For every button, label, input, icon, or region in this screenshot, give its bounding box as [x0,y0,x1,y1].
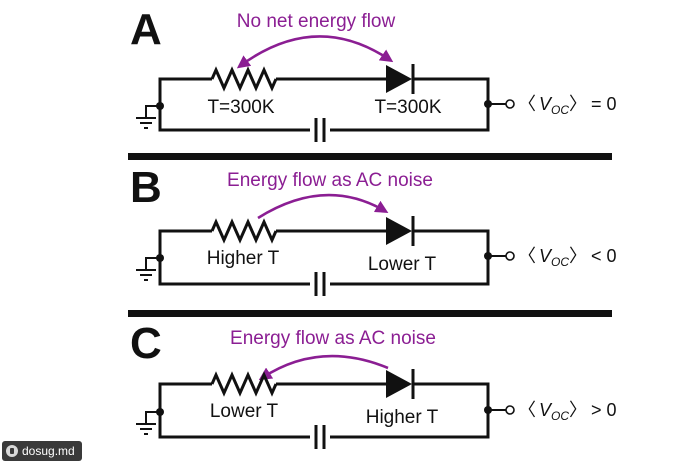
voc-open-bracket: 〈 [518,400,536,420]
panel-b-resistor-label: Higher T [207,248,280,269]
panel-c: C Energy flow as AC noise Lower T Higher… [130,319,617,449]
panel-a-flow-label: No net energy flow [237,11,396,32]
panel-a-left-bottom-wire [158,106,310,132]
panel-a-resistor [210,66,278,92]
panel-b: B Energy flow as AC noise Higher T Lower… [130,163,617,296]
voc-close-bracket: 〉 [569,94,587,114]
panel-a-ground-icon [136,105,160,129]
watermark-text: dosug.md [22,444,75,458]
panel-c-voc-expression: 〈VOC〉> 0 [518,400,617,423]
voc-close-bracket: 〉 [569,400,587,420]
watermark-logo-icon [6,445,18,457]
watermark-badge: dosug.md [2,441,82,461]
panel-a-voc-relation: = 0 [591,94,617,114]
panel-c-resistor-label: Lower T [210,401,279,422]
panel-b-voc-relation: < 0 [591,246,617,266]
voc-open-bracket: 〈 [518,94,536,114]
voc-subscript: OC [551,409,569,423]
panel-a-left-top-wire [158,77,212,106]
panel-b-diode-label: Lower T [368,254,437,275]
voc-close-bracket: 〉 [569,246,587,266]
panel-b-letter: B [130,163,162,212]
voc-subscript: OC [551,103,569,117]
voc-subscript: OC [551,255,569,269]
panel-b-diode [386,217,412,245]
voc-symbol: V [539,246,553,266]
panel-a-resistor-label: T=300K [207,97,274,118]
panel-a-voc-expression: 〈VOC〉= 0 [518,94,617,117]
panel-c-resistor [210,371,278,397]
panel-b-voc-expression: 〈VOC〉< 0 [518,246,617,269]
panel-c-left-bottom-wire [158,410,310,439]
panel-a-bidirectional-flow-arrow [236,35,394,69]
panel-c-letter: C [130,319,162,368]
panel-b-left-top-wire [158,229,212,255]
panel-c-voc-relation: > 0 [591,400,617,420]
panel-c-diode [386,370,412,398]
voc-symbol: V [539,400,553,420]
panel-b-flow-label: Energy flow as AC noise [227,170,433,191]
panel-c-left-top-wire [158,382,212,410]
panel-c-diode-label: Higher T [366,407,439,428]
panel-a-output-terminal-icon [505,99,515,109]
panel-b-output-terminal-icon [505,251,515,261]
panel-a-diode [386,65,412,93]
panel-c-flow-arrow [258,354,389,381]
panel-b-ground-icon [136,257,160,281]
panel-b-left-bottom-wire [158,255,310,286]
panel-b-flow-arrow [257,193,389,220]
panel-a-diode-label: T=300K [374,97,441,118]
divider-ab [128,153,612,160]
panel-b-resistor [210,218,278,244]
voc-open-bracket: 〈 [518,246,536,266]
panel-c-ground-icon [136,411,160,435]
divider-bc [128,310,612,317]
panel-c-flow-label: Energy flow as AC noise [230,328,436,349]
panel-a: A No net energy flow T=300K T=300K 〈VOC〉… [130,5,617,142]
panel-c-output-terminal-icon [505,405,515,415]
voc-symbol: V [539,94,553,114]
panel-a-letter: A [130,5,162,54]
